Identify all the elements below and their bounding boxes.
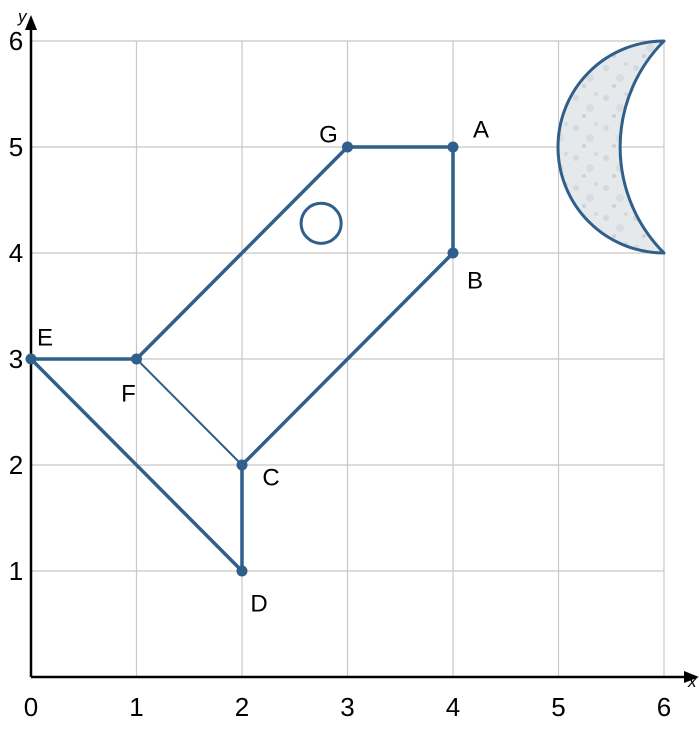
edge-FG xyxy=(134,145,350,361)
y-axis-label: y xyxy=(17,7,28,26)
x-tick-label: 2 xyxy=(235,692,249,722)
point-label-A: A xyxy=(473,116,489,143)
y-axis-arrow-icon xyxy=(25,15,37,30)
edge-DE xyxy=(29,357,244,573)
point-B xyxy=(447,247,459,259)
point-A xyxy=(447,141,459,153)
point-label-C: C xyxy=(262,464,279,491)
y-tick-label: 6 xyxy=(9,26,23,56)
point-E xyxy=(25,353,37,365)
point-label-G: G xyxy=(319,121,338,148)
moon-shape xyxy=(556,39,666,255)
point-label-D: D xyxy=(250,590,267,617)
y-tick-label: 3 xyxy=(9,344,23,374)
edge-FC xyxy=(135,358,243,466)
point-G xyxy=(342,141,353,153)
crescent-moon-icon xyxy=(556,39,666,255)
x-tick-label: 5 xyxy=(551,692,565,722)
y-tick-label: 4 xyxy=(9,238,23,268)
x-tick-label: 4 xyxy=(446,692,460,722)
x-tick-label: 1 xyxy=(129,692,143,722)
x-axis-label: x xyxy=(687,672,697,691)
y-tick-label: 5 xyxy=(9,132,23,162)
point-F xyxy=(131,353,142,365)
polygon-edges xyxy=(29,145,455,573)
axes: y x 0 1 2 3 4 5 6 1 2 3 4 5 6 xyxy=(9,7,699,722)
vertex-labels: A B C D E F G xyxy=(37,116,489,617)
porthole-circle xyxy=(299,201,343,245)
point-label-F: F xyxy=(121,380,136,407)
point-label-E: E xyxy=(37,324,53,351)
y-tick-label: 2 xyxy=(9,450,23,480)
y-tick-label: 1 xyxy=(9,556,23,586)
x-tick-label: 6 xyxy=(657,692,671,722)
x-tick-label: 0 xyxy=(24,692,38,722)
x-axis-arrow-icon xyxy=(684,671,699,683)
point-label-B: B xyxy=(467,267,483,294)
point-D xyxy=(236,565,248,577)
vertex-points xyxy=(25,141,459,577)
point-C xyxy=(236,459,248,471)
x-tick-label: 3 xyxy=(340,692,354,722)
edge-BC xyxy=(240,251,455,467)
